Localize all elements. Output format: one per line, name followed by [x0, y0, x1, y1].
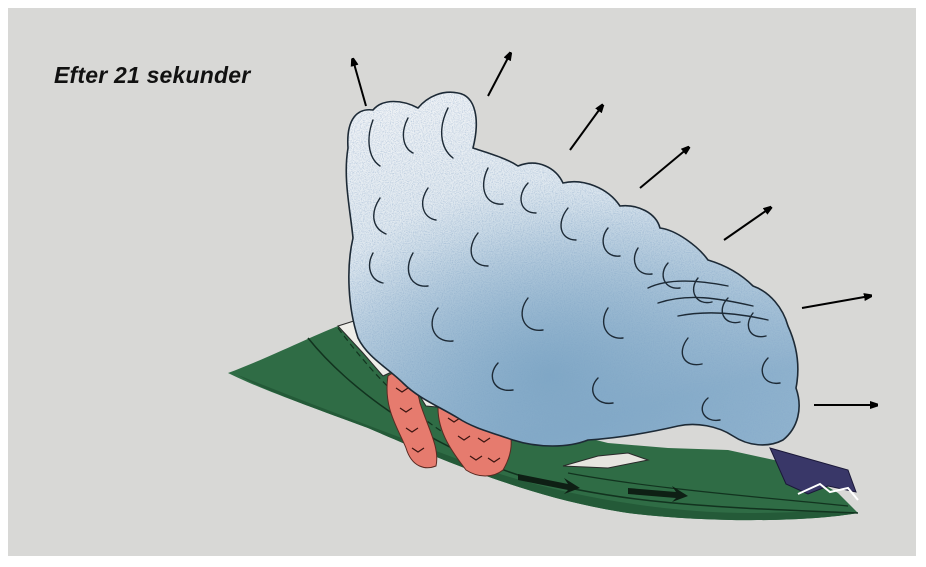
- lake-shore: [797, 482, 859, 501]
- rock-debris: [562, 452, 650, 469]
- arrow-icon: [801, 296, 870, 309]
- arrow-icon: [487, 54, 510, 97]
- arrow-icon: [639, 148, 688, 189]
- lake: [769, 447, 857, 495]
- eruption-diagram: [228, 8, 916, 521]
- caption-text: Efter 21 sekunder: [54, 62, 251, 88]
- strata-line: [567, 472, 849, 507]
- ash-cloud: [345, 91, 800, 447]
- arrow-icon: [569, 106, 602, 151]
- diagram-frame: Efter 21 sekunder: [8, 8, 916, 556]
- expansion-arrows: [353, 54, 876, 405]
- arrow-icon: [723, 208, 770, 241]
- flow-arrow: [628, 486, 688, 502]
- mountain-shading: [238, 375, 858, 521]
- arrow-icon: [353, 60, 367, 107]
- flow-arrow: [518, 474, 580, 494]
